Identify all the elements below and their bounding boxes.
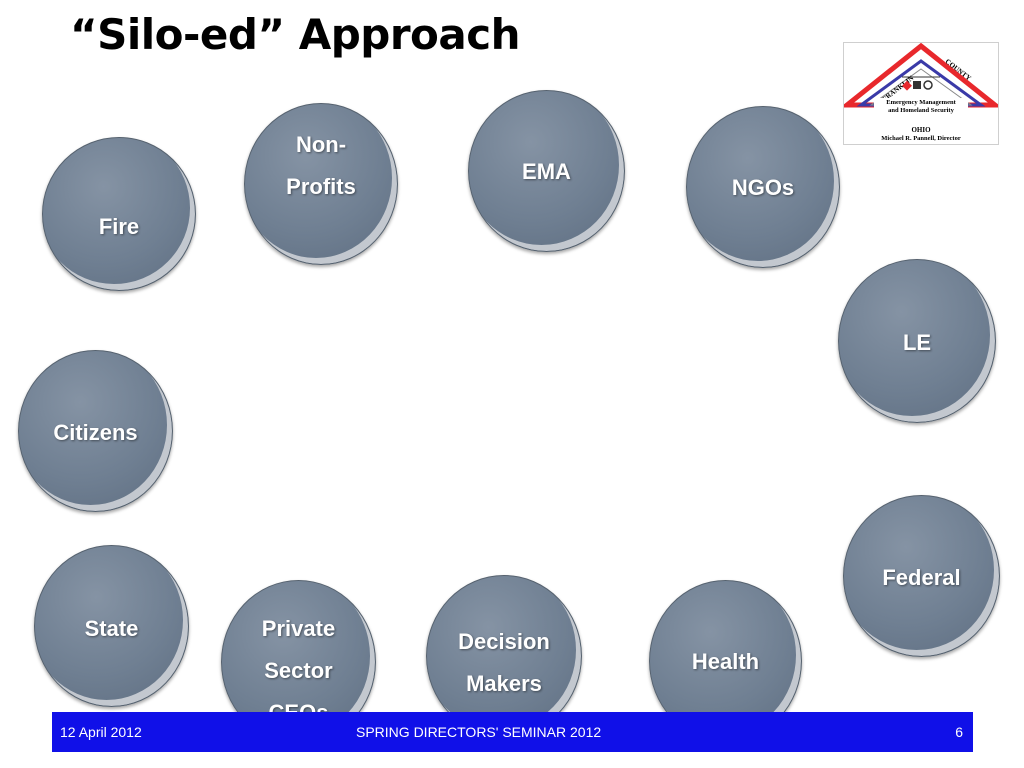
node-label: EMA bbox=[522, 159, 571, 184]
node-label: Decision bbox=[458, 629, 550, 654]
node-label: Private bbox=[261, 616, 336, 641]
slide-title: “Silo-ed” Approach bbox=[70, 10, 521, 59]
node-label: Health bbox=[691, 649, 760, 674]
logo-line-3: OHIO bbox=[911, 126, 931, 134]
footer-event: SPRING DIRECTORS' SEMINAR 2012 bbox=[356, 724, 602, 740]
node-label: State bbox=[84, 616, 139, 641]
footer-bar: 12 April 2012 SPRING DIRECTORS' SEMINAR … bbox=[52, 712, 973, 752]
logo-line-2: and Homeland Security bbox=[888, 107, 954, 114]
node-label: Non- bbox=[295, 132, 347, 157]
logo-line-1: Emergency Management bbox=[886, 99, 956, 106]
node-citizens: Citizens bbox=[18, 350, 173, 512]
footer-date: 12 April 2012 bbox=[60, 724, 142, 740]
franklin-county-ema-logo: FRANKLIN COUNTY Emergency Management and… bbox=[843, 42, 999, 145]
node-federal: Federal bbox=[843, 495, 1000, 657]
footer-page-number: 6 bbox=[955, 724, 963, 740]
node-label: Makers bbox=[466, 671, 542, 696]
node-le: LE bbox=[838, 259, 996, 423]
node-label: NGOs bbox=[731, 175, 795, 200]
node-fire: Fire bbox=[42, 137, 196, 291]
node-state: State bbox=[34, 545, 189, 707]
node-label: Fire bbox=[98, 214, 140, 239]
node-label: Citizens bbox=[53, 420, 138, 445]
node-label: LE bbox=[902, 330, 932, 355]
logo-line-4: Michael R. Pannell, Director bbox=[881, 135, 961, 142]
node-label: Profits bbox=[286, 174, 356, 199]
node-label: Sector bbox=[264, 658, 333, 683]
node-ngos: NGOs bbox=[686, 106, 840, 268]
node-non-profits: Non- Profits bbox=[244, 103, 398, 265]
node-ema: EMA bbox=[468, 90, 625, 252]
node-label: Federal bbox=[882, 565, 961, 590]
logo-emblem-icon bbox=[902, 76, 940, 91]
node-decision-makers: Decision Makers bbox=[426, 575, 582, 737]
